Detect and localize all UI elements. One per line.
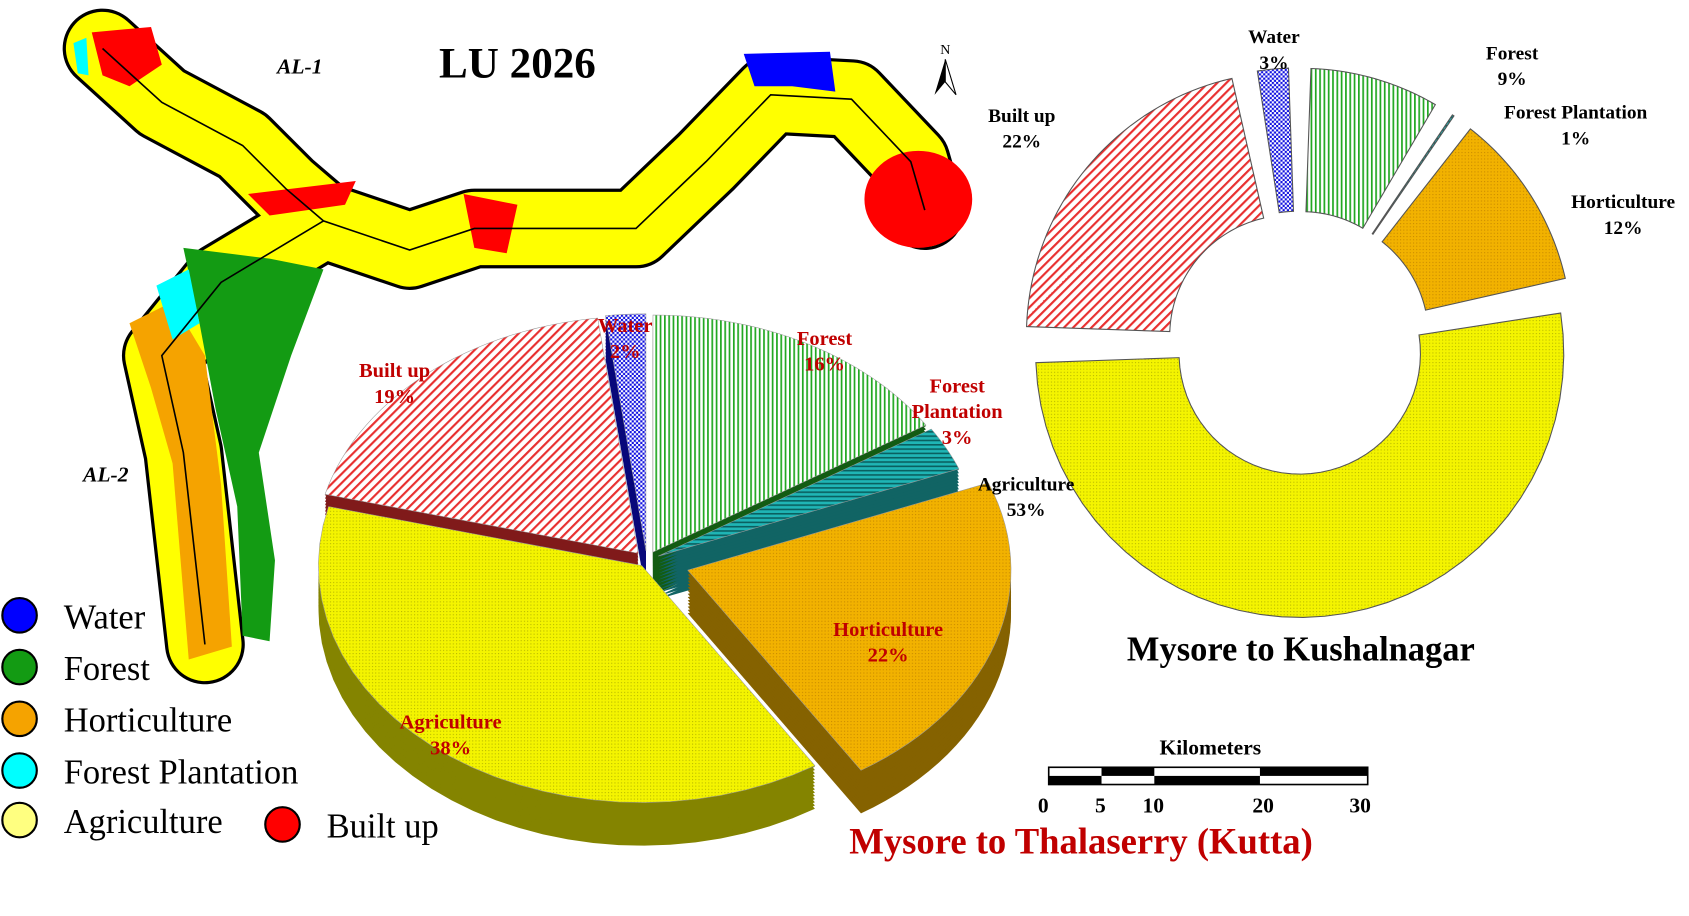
legend-item-forest-plantation: Forest Plantation bbox=[1, 752, 299, 791]
horticulture-area bbox=[129, 301, 232, 660]
map-title: LU 2026 bbox=[439, 41, 596, 88]
builtup-area bbox=[91, 26, 518, 254]
pie-label-forest: Forest bbox=[797, 328, 853, 350]
donut-label-built-up: Built up bbox=[988, 106, 1055, 127]
scale-bar: Kilometers 0 5 10 20 30 bbox=[1038, 735, 1371, 817]
scale-tick-label: 0 bbox=[1038, 794, 1049, 818]
donut-value-forest-plantation: 1% bbox=[1561, 128, 1590, 149]
pie-value-forest-plantation: 3% bbox=[942, 427, 973, 449]
donut-value-water: 3% bbox=[1259, 53, 1288, 74]
water-body bbox=[743, 51, 836, 92]
donut-slice-water bbox=[1256, 67, 1295, 214]
donut-label-horticulture: Horticulture bbox=[1571, 192, 1675, 213]
pie-value-built-up: 19% bbox=[374, 386, 415, 408]
thalaserry-chart-title: Mysore to Thalaserry (Kutta) bbox=[849, 820, 1312, 861]
donut-value-agriculture: 53% bbox=[1007, 500, 1046, 521]
donut-value-horticulture: 12% bbox=[1604, 218, 1643, 239]
svg-text:Kilometers: Kilometers bbox=[1160, 735, 1262, 759]
legend-label: Forest bbox=[64, 650, 151, 688]
donut-slice-forest-plantation bbox=[1371, 114, 1455, 235]
legend-label: Agriculture bbox=[64, 803, 223, 841]
scale-tick-label: 10 bbox=[1142, 794, 1164, 818]
legend-item-forest: Forest bbox=[1, 648, 151, 688]
svg-text:N: N bbox=[940, 43, 950, 58]
legend-label: Forest Plantation bbox=[64, 753, 299, 791]
donut-label-forest-plantation: Forest Plantation bbox=[1504, 103, 1648, 124]
donut-slice-built-up bbox=[1025, 77, 1265, 333]
legend-item-horticulture: Horticulture bbox=[1, 700, 232, 740]
legend-swatch bbox=[1, 752, 38, 789]
donut-label-agriculture: Agriculture bbox=[978, 474, 1075, 495]
pie-slice-agriculture bbox=[318, 506, 816, 803]
land-use-map: LU 2026 AL-1 AL-2 N bbox=[62, 8, 973, 685]
kushalnagar-chart-title: Mysore to Kushalnagar bbox=[1127, 631, 1475, 669]
route-label-al1: AL-1 bbox=[275, 54, 322, 78]
legend-swatch bbox=[1, 597, 38, 634]
legend-item-agriculture: Agriculture bbox=[1, 801, 223, 841]
scale-tick-label: 20 bbox=[1252, 794, 1274, 818]
legend-swatch bbox=[1, 700, 38, 738]
pie-value-water: 2% bbox=[610, 341, 641, 363]
kushalnagar-donut-chart: Forest 9% Forest Plantation 1% Horticulture 1… bbox=[978, 27, 1676, 618]
donut-slice-agriculture bbox=[1035, 312, 1565, 618]
legend-item-water: Water bbox=[1, 597, 146, 636]
donut-slice-horticulture bbox=[1381, 128, 1566, 311]
forest-area bbox=[183, 247, 324, 642]
pie-value-agriculture: 38% bbox=[430, 737, 471, 759]
legend-swatch bbox=[264, 806, 301, 843]
pie-value-horticulture: 22% bbox=[868, 645, 909, 667]
pie-label-horticulture: Horticulture bbox=[833, 619, 943, 641]
north-arrow-icon: N bbox=[934, 43, 957, 96]
legend-label: Built up bbox=[327, 807, 439, 845]
plantation-area bbox=[73, 37, 200, 340]
donut-value-forest: 9% bbox=[1498, 69, 1527, 90]
pie-slice-forest bbox=[652, 314, 927, 553]
pie-value-forest: 16% bbox=[804, 354, 845, 376]
route-line bbox=[101, 47, 926, 645]
route-label-al2: AL-2 bbox=[81, 463, 129, 487]
donut-label-forest: Forest bbox=[1486, 43, 1539, 64]
pie-label-water: Water bbox=[598, 315, 653, 337]
donut-value-built-up: 22% bbox=[1002, 132, 1041, 153]
scale-tick-label: 5 bbox=[1095, 794, 1106, 818]
pie-slice-horticulture bbox=[687, 482, 1012, 771]
builtup-city bbox=[864, 150, 973, 248]
pie-slice-built-up bbox=[324, 317, 639, 554]
pie-slice-water bbox=[605, 313, 647, 551]
legend-label: Water bbox=[64, 598, 146, 636]
legend-swatch bbox=[1, 648, 38, 686]
legend-swatch bbox=[1, 801, 38, 839]
pie-label-agriculture: Agriculture bbox=[400, 711, 502, 733]
scale-tick-label: 30 bbox=[1349, 794, 1371, 818]
pie-slice-forest-plantation bbox=[658, 428, 960, 557]
donut-label-water: Water bbox=[1248, 27, 1300, 48]
legend-item-built-up: Built up bbox=[264, 806, 439, 845]
pie-slice-side-water bbox=[605, 314, 646, 595]
donut-slice-forest bbox=[1305, 67, 1437, 229]
legend-label: Horticulture bbox=[64, 702, 232, 740]
pie-label-built-up: Built up bbox=[359, 360, 430, 382]
